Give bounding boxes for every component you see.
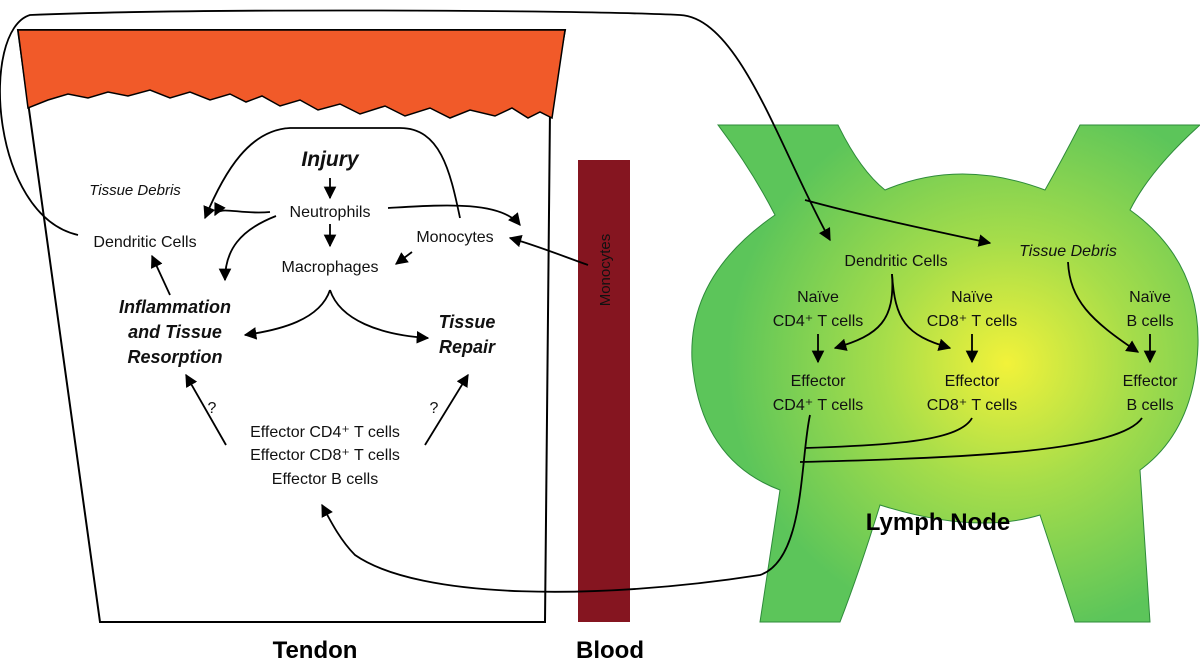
connector-lines [0,9,1143,593]
label-inflammation-2: and Tissue [128,322,222,342]
arrow-top-loop [203,127,461,220]
label-effector-cd4: Effector CD4⁺ T cells [250,424,400,441]
arrow-effectors-repair [424,373,469,446]
label-inflammation-3: Resorption [127,347,222,367]
label-naive-cd8-2: CD8⁺ T cells [927,313,1018,330]
label-naive-cd4-1: Naïve [797,289,839,306]
arrow-macrophages-inflammation [243,289,331,340]
arrow-neutrophils-monocytes [387,204,521,226]
arrow-debris-naive-b [1067,261,1140,353]
effector-b-join-line [799,417,1143,463]
label-injury: Injury [301,148,359,171]
lymph-arrows [811,261,1157,364]
arrow-macrophages-repair [329,289,430,344]
arrow-dc-cd4 [833,273,894,351]
lymph-node-shape [691,124,1200,623]
label-eff-cd4-1: Effector [791,373,847,390]
arrow-blood-monocytes [508,234,589,266]
label-inflammation-1: Inflammation [119,297,231,317]
blood-vessel [578,160,630,622]
label-dendritic-cells: Dendritic Cells [93,234,196,251]
tendon-region [16,29,567,623]
label-effector-cd8: Effector CD8⁺ T cells [250,447,400,464]
label-macrophages: Macrophages [282,259,379,276]
label-naive-b-2: B cells [1126,313,1173,330]
label-tissue-debris: Tissue Debris [89,182,181,199]
tendon-arrows [151,127,589,446]
label-eff-b-1: Effector [1123,373,1179,390]
arrow-neutrophils-inflammation [218,215,277,282]
label-effector-b: Effector B cells [272,471,378,488]
label-ln-dendritic-cells: Dendritic Cells [844,253,947,270]
effector-return-line [321,414,811,593]
label-blood-monocytes: Monocytes [597,234,614,307]
label-naive-cd8-1: Naïve [951,289,993,306]
label-naive-cd4-2: CD4⁺ T cells [773,313,864,330]
section-blood: Blood [576,637,644,664]
section-tendon: Tendon [273,637,358,664]
label-eff-cd4-2: CD4⁺ T cells [773,397,864,414]
section-lymph-node: Lymph Node [866,509,1010,536]
arrow-inflammation-dc [151,254,171,296]
effector-cd8-join-line [804,417,973,449]
arrow-neutrophils-dc [214,202,271,217]
label-tissue-repair-2: Repair [439,337,496,357]
arrow-effectors-inflammation [185,373,227,446]
arrow-monocytes-macrophages [394,251,413,265]
label-neutrophils: Neutrophils [290,204,371,221]
label-eff-cd8-2: CD8⁺ T cells [927,397,1018,414]
label-tissue-repair-1: Tissue [439,312,496,332]
label-naive-b-1: Naïve [1129,289,1171,306]
label-eff-b-2: B cells [1126,397,1173,414]
label-eff-cd8-1: Effector [945,373,1001,390]
label-question-right: ? [430,400,439,417]
tendon-damaged-surface [17,29,566,120]
dc-migration-line [0,9,831,242]
arrow-dc-cd8 [891,273,952,351]
label-question-left: ? [208,400,217,417]
label-monocytes: Monocytes [416,229,493,246]
debris-drainage-line [804,199,992,247]
label-ln-tissue-debris: Tissue Debris [1019,243,1117,260]
